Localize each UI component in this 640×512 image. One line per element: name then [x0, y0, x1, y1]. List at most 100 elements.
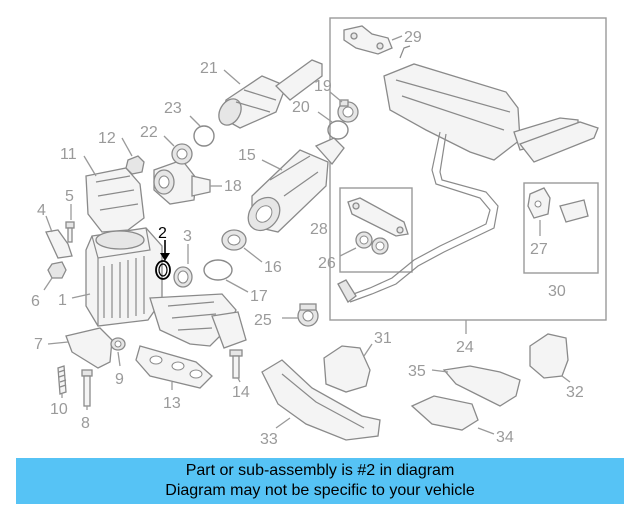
part-29-bracket[interactable]: [343, 25, 393, 55]
part-16-clamp[interactable]: [221, 229, 247, 251]
part-25-clamp[interactable]: [297, 303, 319, 327]
label-part-16: 16: [264, 259, 282, 276]
label-part-29: 29: [404, 29, 422, 46]
part-6-leader: [43, 277, 53, 291]
exhaust-manifold: [149, 293, 247, 349]
bracket-group-box: [523, 182, 599, 274]
label-part-12: 12: [98, 130, 116, 147]
part-29-leader: [391, 35, 403, 41]
part-12-nut[interactable]: [125, 155, 145, 175]
part-6-nut[interactable]: [47, 261, 67, 279]
part-4-bracket[interactable]: [45, 229, 73, 259]
label-part-11: 11: [60, 146, 77, 163]
part-22-clamp[interactable]: [171, 143, 193, 165]
label-part-19: 19: [314, 78, 332, 95]
part-10-stud[interactable]: [57, 365, 67, 395]
part-9-leader: [117, 351, 121, 367]
part-21-front-pipe[interactable]: [214, 59, 323, 129]
label-part-21: 21: [200, 60, 218, 77]
rear-muffler-group-box: [329, 17, 607, 321]
label-part-25: 25: [254, 312, 272, 329]
exhaust-system-diagram: 1 2 3 4 5 6 7 8 9 10 11 12 13 14 15 16 1…: [31, 17, 607, 448]
label-part-1: 1: [58, 292, 67, 309]
part-22-leader: [163, 135, 175, 147]
label-part-33: 33: [260, 431, 278, 448]
part-19-clamp[interactable]: [337, 99, 359, 123]
clamp-group-box: [339, 187, 413, 273]
part-7-leader: [47, 341, 69, 345]
label-part-13: 13: [163, 395, 181, 412]
part-23-leader: [189, 115, 201, 127]
part-35-heat-shield[interactable]: [442, 365, 521, 407]
label-part-10: 10: [50, 401, 68, 418]
label-part-7: 7: [34, 336, 43, 353]
label-part-4: 4: [37, 202, 46, 219]
label-part-14: 14: [232, 384, 250, 401]
part-21-leader: [223, 69, 241, 85]
label-part-8: 8: [81, 415, 90, 432]
part-18-turbo-pipe[interactable]: [153, 159, 211, 205]
label-part-28: 28: [310, 221, 328, 238]
label-part-27: 27: [530, 241, 548, 258]
part-20-gasket[interactable]: [327, 120, 349, 140]
label-part-17: 17: [250, 288, 268, 305]
part-17-gasket[interactable]: [203, 259, 233, 281]
part-31-leader: [363, 343, 373, 357]
label-part-34: 34: [496, 429, 514, 446]
part-8-bolt[interactable]: [81, 369, 93, 407]
label-part-32: 32: [566, 384, 584, 401]
part-16-leader: [243, 247, 263, 263]
part-2-gasket[interactable]: [155, 260, 171, 280]
part-14-leader: [237, 377, 241, 383]
part-15-particulate-filter[interactable]: [242, 137, 345, 237]
info-banner: Part or sub-assembly is #2 in diagram Di…: [16, 458, 624, 504]
part-35-leader: [431, 369, 449, 373]
label-part-24: 24: [456, 339, 474, 356]
part-11-leader: [83, 155, 97, 177]
part-11-heat-shield[interactable]: [85, 167, 145, 233]
part-12-leader: [121, 137, 133, 157]
part-34-leader: [477, 427, 495, 435]
part-14-bolt[interactable]: [229, 349, 243, 379]
part-15-leader: [261, 159, 283, 171]
part-3-gasket[interactable]: [173, 266, 193, 288]
part-9-nut[interactable]: [110, 337, 126, 351]
label-part-30: 30: [548, 283, 566, 300]
part-24-muffler-assembly[interactable]: [337, 45, 599, 303]
label-part-35: 35: [408, 363, 426, 380]
part-7-bracket[interactable]: [65, 327, 113, 369]
part-33-leader: [275, 417, 291, 429]
part-28-bracket[interactable]: [347, 197, 409, 237]
label-part-22: 22: [140, 124, 158, 141]
label-part-3: 3: [183, 228, 192, 245]
part-1-catalytic-converter[interactable]: [85, 227, 163, 327]
part-20-leader: [317, 111, 333, 123]
part-33-heat-shield[interactable]: [261, 359, 381, 441]
part-23-gasket[interactable]: [193, 125, 215, 147]
part-5-bolt[interactable]: [65, 221, 75, 243]
part-17-leader: [225, 279, 249, 293]
part-19-leader: [329, 91, 343, 103]
label-part-5: 5: [65, 188, 74, 205]
part-32-leader: [561, 375, 571, 383]
label-part-23: 23: [164, 100, 182, 117]
label-part-6: 6: [31, 293, 40, 310]
part-26-hanger-rings[interactable]: [355, 231, 389, 255]
part-32-bracket[interactable]: [529, 333, 569, 379]
label-part-31: 31: [374, 330, 392, 347]
part-31-heat-shield[interactable]: [323, 345, 371, 393]
part-2-arrow: [160, 240, 170, 261]
part-26-leader: [339, 247, 357, 257]
label-part-26: 26: [318, 255, 336, 272]
part-1-leader: [71, 293, 91, 299]
label-part-9: 9: [115, 371, 124, 388]
label-part-20: 20: [292, 99, 310, 116]
banner-line-part: Part or sub-assembly is #2 in diagram: [185, 462, 455, 479]
part-27-hanger[interactable]: [527, 187, 589, 223]
part-13-gasket-plate[interactable]: [135, 345, 213, 389]
banner-line-disclaimer: Diagram may not be specific to your vehi…: [165, 482, 475, 499]
part-34-heat-shield[interactable]: [410, 395, 479, 431]
part-4-leader: [45, 215, 53, 233]
label-part-18: 18: [224, 178, 242, 195]
label-part-15: 15: [238, 147, 256, 164]
